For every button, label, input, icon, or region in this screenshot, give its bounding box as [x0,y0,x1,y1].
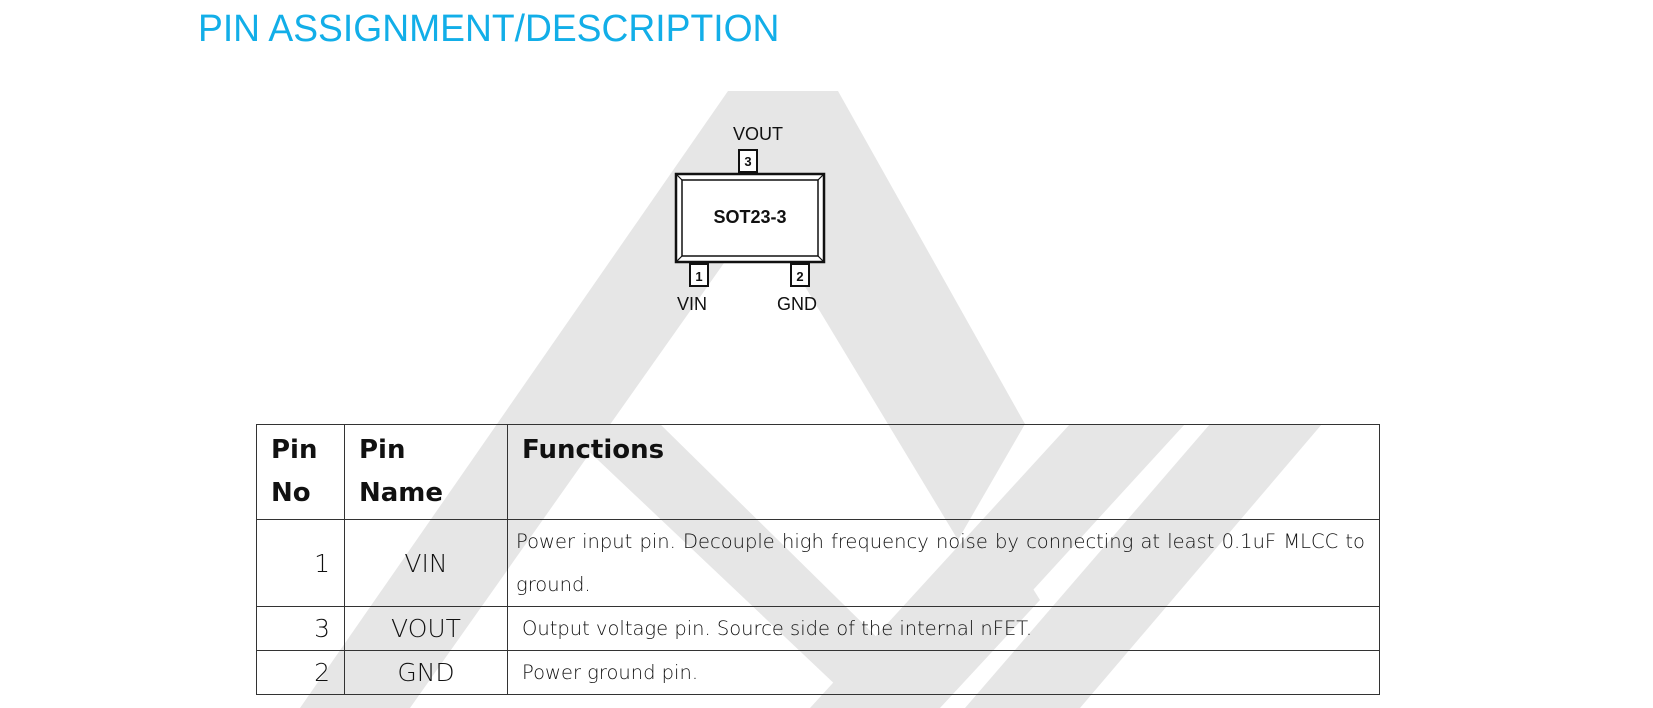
pin-name-cell: GND [344,650,508,695]
pin-label-gnd: GND [777,294,817,314]
package-body-outer [674,172,826,264]
function-cell: Output voltage pin. Source side of the i… [507,606,1380,651]
pin-2-lead [790,263,810,287]
pin-label-vout: VOUT [733,124,783,144]
header-functions: Functions [507,424,1380,520]
page-title: PIN ASSIGNMENT/DESCRIPTION [198,8,780,50]
pin-no-cell: 1 [256,519,345,607]
table-row: 2 GND Power ground pin. [256,650,1380,695]
package-body-inner [681,179,819,257]
pin-no-cell: 3 [256,606,345,651]
sot23-pinout-diagram: VOUT 3 SOT23-3 1 VIN 2 GND [660,118,840,318]
pin-1-lead [689,263,709,287]
header-pin-name: Pin Name [344,424,508,520]
pin-no-cell: 2 [256,650,345,695]
pin-2-number: 2 [796,269,803,284]
header-pin-no: Pin No [256,424,345,520]
table-row: 3 VOUT Output voltage pin. Source side o… [256,606,1380,651]
pin-1-number: 1 [695,269,702,284]
package-label: SOT23-3 [713,207,786,227]
function-cell: Power ground pin. [507,650,1380,695]
pin-description-table: Pin No Pin Name Functions 1 VIN Power in… [256,424,1380,695]
pin-label-vin: VIN [677,294,707,314]
table-row: 1 VIN Power input pin. Decouple high fre… [256,519,1380,607]
pin-3-lead [738,149,758,173]
pin-name-cell: VIN [344,519,508,607]
function-cell: Power input pin. Decouple high frequency… [507,519,1380,607]
pin-3-number: 3 [744,154,751,169]
table-header-row: Pin No Pin Name Functions [256,424,1380,520]
pin-name-cell: VOUT [344,606,508,651]
